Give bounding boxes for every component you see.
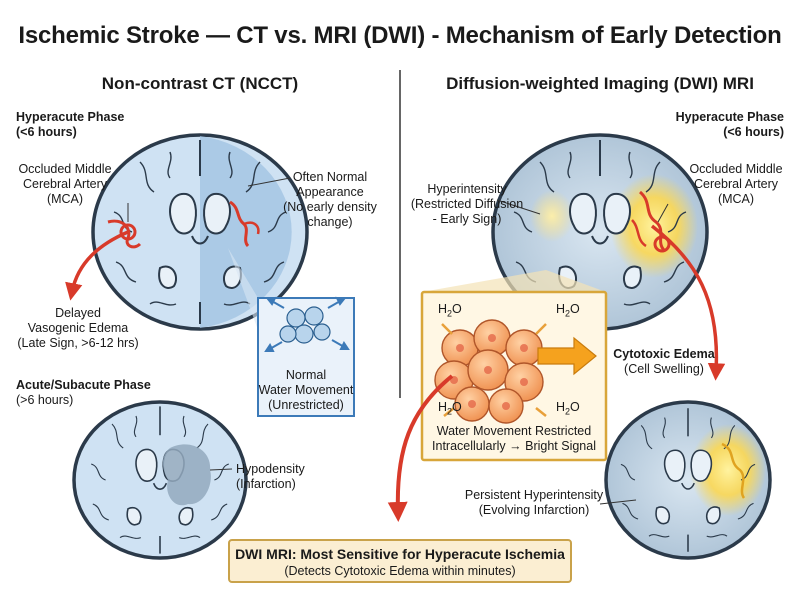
ct-brain-acute xyxy=(72,400,248,560)
ct-hypodensity-label: Hypodensity(Infarction) xyxy=(236,462,305,491)
mri-hyper-phase-label: Hyperacute Phase(<6 hours) xyxy=(675,110,784,139)
summary-box: DWI MRI: Most Sensitive for Hyperacute I… xyxy=(228,539,572,583)
mri-brain-persistent xyxy=(604,400,772,560)
summary-subtitle: (Detects Cytotoxic Edema within minutes) xyxy=(284,564,516,578)
h2o-label-top-left: H2O xyxy=(438,302,462,319)
mri-cytotoxic-label: Cytotoxic Edema(Cell Swelling) xyxy=(613,347,715,376)
main-title: Ischemic Stroke — CT vs. MRI (DWI) - Mec… xyxy=(18,22,782,49)
h2o-label-bottom-left: H2O xyxy=(438,400,462,417)
red-arrows xyxy=(65,224,726,522)
mri-persistent-label: Persistent Hyperintensity(Evolving Infar… xyxy=(464,488,604,517)
ct-column-heading: Non-contrast CT (NCCT) xyxy=(101,74,299,93)
h2o-label-top-right: H2O xyxy=(556,302,580,319)
h2o-label-bottom-right: H2O xyxy=(556,400,580,417)
ct-brain-hyperacute xyxy=(91,133,309,331)
ct-hyper-phase-label: Hyperacute Phase(<6 hours) xyxy=(16,110,125,139)
ct-acute-phase-label: Acute/Subacute Phase(>6 hours) xyxy=(16,378,151,407)
summary-title: DWI MRI: Most Sensitive for Hyperacute I… xyxy=(235,546,565,562)
mri-cell-inset xyxy=(420,270,608,462)
mri-column-heading: Diffusion-weighted Imaging (DWI) MRI xyxy=(446,74,754,93)
ct-water-inset xyxy=(228,248,355,417)
mri-hyperintensity-label: Hyperintensity(Restricted Diffusion- Ear… xyxy=(410,182,524,226)
leader-lines xyxy=(127,177,669,505)
